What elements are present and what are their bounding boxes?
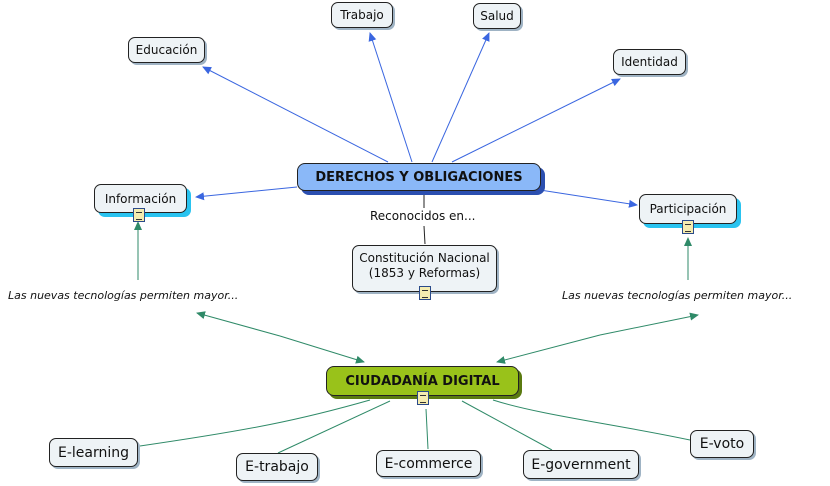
concept-trabajo[interactable]: Trabajo [331,2,393,28]
concept-informacion[interactable]: Información [94,184,187,213]
document-icon[interactable] [419,286,431,300]
concept-derechos-y-obligaciones[interactable]: DERECHOS Y OBLIGACIONES [297,163,541,191]
concept-e-voto[interactable]: E-voto [690,430,754,458]
concept-e-learning[interactable]: E-learning [49,438,138,467]
linking-phrase-tecnologias-right[interactable]: Las nuevas tecnologías permiten mayor... [562,289,793,302]
concept-e-trabajo[interactable]: E-trabajo [236,453,318,481]
document-icon[interactable] [133,208,145,222]
linking-phrase-reconocidos[interactable]: Reconocidos en... [370,209,476,223]
concept-salud[interactable]: Salud [473,3,521,29]
linking-phrase-tecnologias-left[interactable]: Las nuevas tecnologías permiten mayor... [8,289,239,302]
concept-educacion[interactable]: Educación [128,37,205,63]
concept-e-government[interactable]: E-government [523,450,639,479]
concept-identidad[interactable]: Identidad [613,49,686,75]
document-icon[interactable] [682,220,694,234]
concept-constitucion-nacional[interactable]: Constitución Nacional (1853 y Reformas) [352,245,497,292]
document-icon[interactable] [417,391,429,405]
concept-e-commerce[interactable]: E-commerce [376,450,481,477]
